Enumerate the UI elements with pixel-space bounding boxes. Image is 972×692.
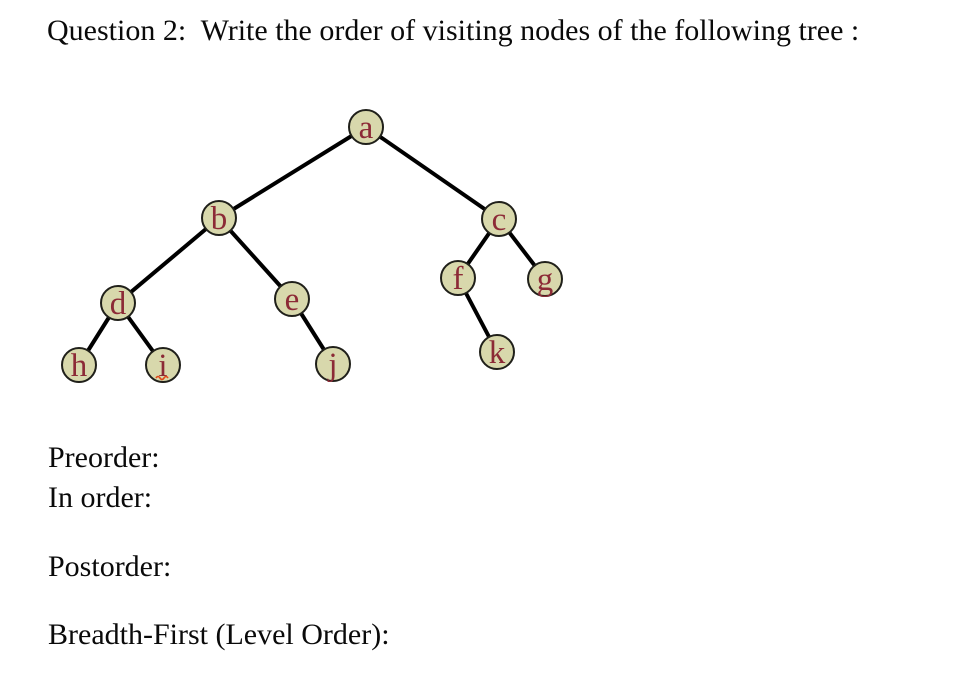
tree-node-e: e [274, 281, 310, 318]
tree-node-label-d: d [110, 286, 127, 322]
question-title: Question 2: Write the order of visiting … [47, 14, 860, 47]
postorder-prompt: Postorder: [48, 550, 172, 583]
tree-node-c: c [481, 201, 517, 238]
tree-node-circle-c [481, 201, 517, 237]
tree-node-circle-e [274, 281, 310, 317]
tree-node-circle-f [440, 260, 476, 296]
tree-node-circle-h [61, 347, 97, 383]
tree-node-f: f [440, 260, 476, 297]
tree-node-label-f: f [453, 261, 464, 297]
tree-edge-a-c [364, 125, 501, 221]
tree-node-b: b [201, 200, 237, 237]
spellcheck-squiggle-icon [155, 375, 169, 381]
tree-node-label-h: h [71, 348, 88, 384]
tree-diagram: a b c d e f g h i j k [61, 109, 563, 384]
tree-node-label-b: b [211, 201, 228, 237]
tree-edge-b-d [116, 216, 221, 305]
tree-node-label-g: g [537, 262, 554, 298]
inorder-prompt: In order: [48, 481, 153, 514]
tree-node-circle-d [100, 285, 136, 321]
tree-node-j: j [315, 346, 351, 383]
tree-node-d: d [100, 285, 136, 322]
tree-edge-a-b [217, 125, 368, 220]
tree-node-a: a [348, 109, 384, 146]
tree-node-label-k: k [489, 335, 506, 371]
tree-node-label-e: e [285, 282, 300, 318]
tree-edge-b-e [217, 216, 294, 301]
breadth-first-prompt: Breadth-First (Level Order): [48, 618, 390, 651]
tree-node-label-a: a [359, 110, 374, 146]
tree-node-circle-a [348, 109, 384, 145]
tree-node-circle-b [201, 200, 237, 236]
preorder-prompt: Preorder: [48, 441, 160, 474]
tree-node-label-c: c [492, 202, 507, 238]
tree-node-i: i [145, 347, 181, 384]
tree-node-g: g [527, 261, 563, 298]
tree-node-circle-i [145, 347, 181, 383]
tree-node-circle-g [527, 261, 563, 297]
tree-node-circle-k [479, 334, 515, 370]
tree-node-h: h [61, 347, 97, 384]
tree-node-circle-j [315, 346, 351, 382]
tree-node-label-j: j [327, 347, 337, 383]
tree-node-label-i: i [158, 348, 167, 384]
tree-node-k: k [479, 334, 515, 371]
